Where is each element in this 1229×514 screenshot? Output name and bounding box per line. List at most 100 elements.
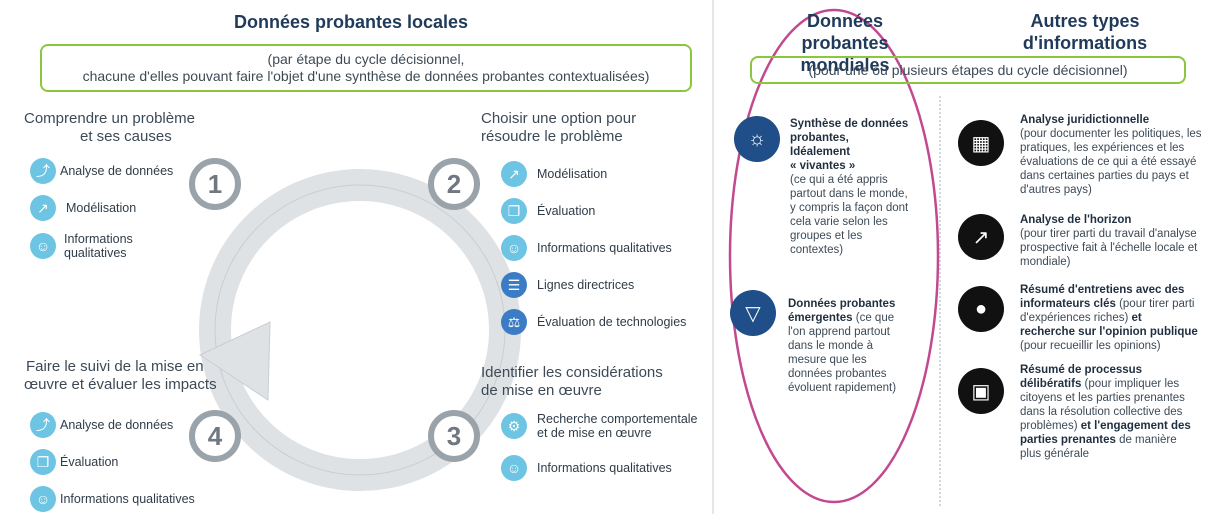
stage1-item-data-analysis: ⤴ Analyse de données bbox=[30, 158, 173, 184]
stage2-item-label: Informations qualitatives bbox=[537, 241, 672, 255]
stage4-heading-line2: œuvre et évaluer les impacts bbox=[24, 376, 217, 393]
section-divider bbox=[712, 0, 714, 514]
stage4-heading-line1: Faire le suivi de la mise en bbox=[26, 358, 204, 375]
stage2-item-label: Évaluation de technologies bbox=[537, 315, 687, 329]
stage1-item-label: Informations qualitatives bbox=[64, 232, 133, 260]
stage1-item-label-line1: Informations bbox=[64, 232, 133, 246]
stage4-item-evaluation: ❐ Évaluation bbox=[30, 449, 118, 475]
stage3-number: 3 bbox=[428, 410, 480, 462]
emerging-evidence-bold-line: Données probantes bbox=[788, 298, 896, 310]
document-search-icon: ❐ bbox=[30, 449, 56, 475]
chart-line-icon: ⤴ bbox=[30, 158, 56, 184]
stage1-item-label-line2: qualitatives bbox=[64, 246, 127, 260]
jurisdictional-line: d'autres pays) bbox=[1020, 184, 1092, 196]
decision-cycle-ring bbox=[198, 169, 521, 491]
stage3-item-label: Informations qualitatives bbox=[537, 461, 672, 475]
stage1-heading-line2: et ses causes bbox=[80, 128, 172, 145]
stage1-item-modeling: ↗ Modélisation bbox=[30, 195, 136, 221]
deliberative-bold: délibératifs bbox=[1020, 378, 1082, 390]
people-chat-icon: ☺ bbox=[30, 486, 56, 512]
stage4-item-label: Analyse de données bbox=[60, 418, 174, 432]
living-synthesis-text: Synthèse de données probantes, Idéalemen… bbox=[790, 117, 935, 257]
global-title-line1: Données bbox=[806, 11, 884, 31]
living-synthesis-bold-line: Idéalement bbox=[790, 146, 851, 158]
stage3-item-label-line2: et de mise en œuvre bbox=[537, 426, 652, 440]
key-informants-bold: et bbox=[1128, 312, 1142, 324]
local-evidence-title: Données probantes locales bbox=[234, 12, 469, 32]
stakeholder-bold: parties prenantes bbox=[1020, 434, 1116, 446]
living-synthesis-line: (ce qui a été appris bbox=[790, 174, 888, 186]
column-separator bbox=[939, 96, 941, 506]
jurisdictional-line: évaluations de ce qui a été essayé bbox=[1020, 156, 1197, 168]
stage2-item-label: Lignes directrices bbox=[537, 278, 635, 292]
deliberative-line: problèmes) bbox=[1020, 420, 1078, 432]
living-synthesis-line: y compris la façon dont bbox=[790, 202, 909, 214]
living-synthesis-bold-line: « vivantes » bbox=[790, 160, 856, 172]
stage4-item-qualitative: ☺ Informations qualitatives bbox=[30, 486, 195, 512]
global-evidence-title: Données probantes mondiales bbox=[755, 10, 935, 76]
cycle-arrow-head bbox=[198, 321, 271, 401]
horizon-line: prospective fait à l'échelle locale et bbox=[1020, 242, 1198, 254]
stage4-number: 4 bbox=[189, 410, 241, 462]
other-title-line2: d'informations bbox=[1022, 33, 1148, 53]
deliberative-line: citoyens et les parties prenantes bbox=[1020, 392, 1185, 404]
jurisdictional-text: Analyse juridictionnelle (pour documente… bbox=[1020, 113, 1225, 197]
horizon-line: (pour tirer parti du travail d'analyse bbox=[1020, 228, 1197, 240]
global-subtitle-box bbox=[750, 56, 1186, 84]
stage2-item-guidelines: ☰ Lignes directrices bbox=[501, 272, 634, 298]
horizon-text: Analyse de l'horizon (pour tirer parti d… bbox=[1020, 213, 1225, 269]
stage4-item-label: Évaluation bbox=[60, 455, 119, 469]
global-title-line2: probantes mondiales bbox=[800, 33, 890, 75]
stage2-heading: Choisir une option pour résoudre le prob… bbox=[481, 110, 681, 146]
stage1-item-qualitative: ☺ Informations qualitatives bbox=[30, 232, 133, 260]
chart-line-icon: ⤴ bbox=[30, 412, 56, 438]
key-informants-bold: informateurs clés bbox=[1020, 298, 1116, 310]
global-evidence-oval bbox=[728, 8, 940, 504]
horizon-line: mondiale) bbox=[1020, 256, 1071, 268]
jurisdictional-line: dans certaines parties du pays et bbox=[1020, 170, 1189, 182]
stage3-heading: Identifier les considérations de mise en… bbox=[481, 364, 701, 400]
key-informants-text: Résumé d'entretiens avec des informateur… bbox=[1020, 283, 1225, 353]
public-opinion-line: (pour recueillir les opinions) bbox=[1020, 340, 1161, 352]
key-informants-bold: Résumé d'entretiens avec des bbox=[1020, 284, 1185, 296]
deliberative-bold: Résumé de processus bbox=[1020, 364, 1143, 376]
stage2-item-hta: ⚖ Évaluation de technologies bbox=[501, 309, 686, 335]
stage3-item-qualitative: ☺ Informations qualitatives bbox=[501, 455, 672, 481]
stage4-item-label: Informations qualitatives bbox=[60, 492, 195, 506]
local-subtitle-line1: (par étape du cycle décisionnel, bbox=[267, 51, 465, 67]
deliberative-line: (pour impliquer les bbox=[1081, 378, 1180, 390]
emerging-evidence-tail: (ce que bbox=[852, 312, 895, 324]
stage3-item-label: Recherche comportementale et de mise en … bbox=[537, 412, 698, 440]
document-search-icon: ❐ bbox=[501, 198, 527, 224]
living-synthesis-bold-line: probantes, bbox=[790, 132, 849, 144]
stage1-heading-line1: Comprendre un problème bbox=[24, 110, 195, 127]
emerging-evidence-line: évoluent rapidement) bbox=[788, 382, 897, 394]
stage2-item-modeling: ↗ Modélisation bbox=[501, 161, 607, 187]
stage2-item-label: Évaluation bbox=[537, 204, 596, 218]
emerging-evidence-line: mesure que les bbox=[788, 354, 867, 366]
stage2-item-evaluation: ❐ Évaluation bbox=[501, 198, 595, 224]
emerging-evidence-icon: ▽ bbox=[730, 290, 776, 336]
stage2-heading-line2: résoudre le problème bbox=[481, 128, 623, 145]
jurisdictional-bold: Analyse juridictionnelle bbox=[1020, 114, 1150, 126]
stakeholder-bold: et l'engagement des bbox=[1077, 420, 1191, 432]
emerging-evidence-text: Données probantes émergentes (ce que l'o… bbox=[788, 297, 933, 395]
stage4-heading: Faire le suivi de la mise en œuvre et év… bbox=[24, 358, 234, 394]
stage1-item-label: Analyse de données bbox=[60, 164, 174, 178]
jurisdictional-line: pratiques, les expériences et les bbox=[1020, 142, 1185, 154]
living-synthesis-bold-line: Synthèse de données bbox=[790, 118, 909, 130]
horizon-bold: Analyse de l'horizon bbox=[1020, 214, 1132, 226]
jurisdictional-grid-icon: ▦ bbox=[958, 120, 1004, 166]
deliberative-line: de manière bbox=[1115, 434, 1177, 446]
emerging-evidence-line: l'on apprend partout bbox=[788, 326, 890, 338]
scales-icon: ⚖ bbox=[501, 309, 527, 335]
other-title-line1: Autres types bbox=[1030, 11, 1140, 31]
living-synthesis-line: cela varie selon les bbox=[790, 216, 888, 228]
people-chat-icon: ☺ bbox=[501, 235, 527, 261]
stage1-item-label: Modélisation bbox=[66, 201, 137, 215]
stage3-heading-line2: de mise en œuvre bbox=[481, 382, 602, 399]
modeling-chart-icon: ↗ bbox=[30, 195, 56, 221]
local-subtitle-box bbox=[40, 44, 692, 92]
stage2-item-label: Modélisation bbox=[537, 167, 608, 181]
key-informants-line: d'expériences riches) bbox=[1020, 312, 1129, 324]
